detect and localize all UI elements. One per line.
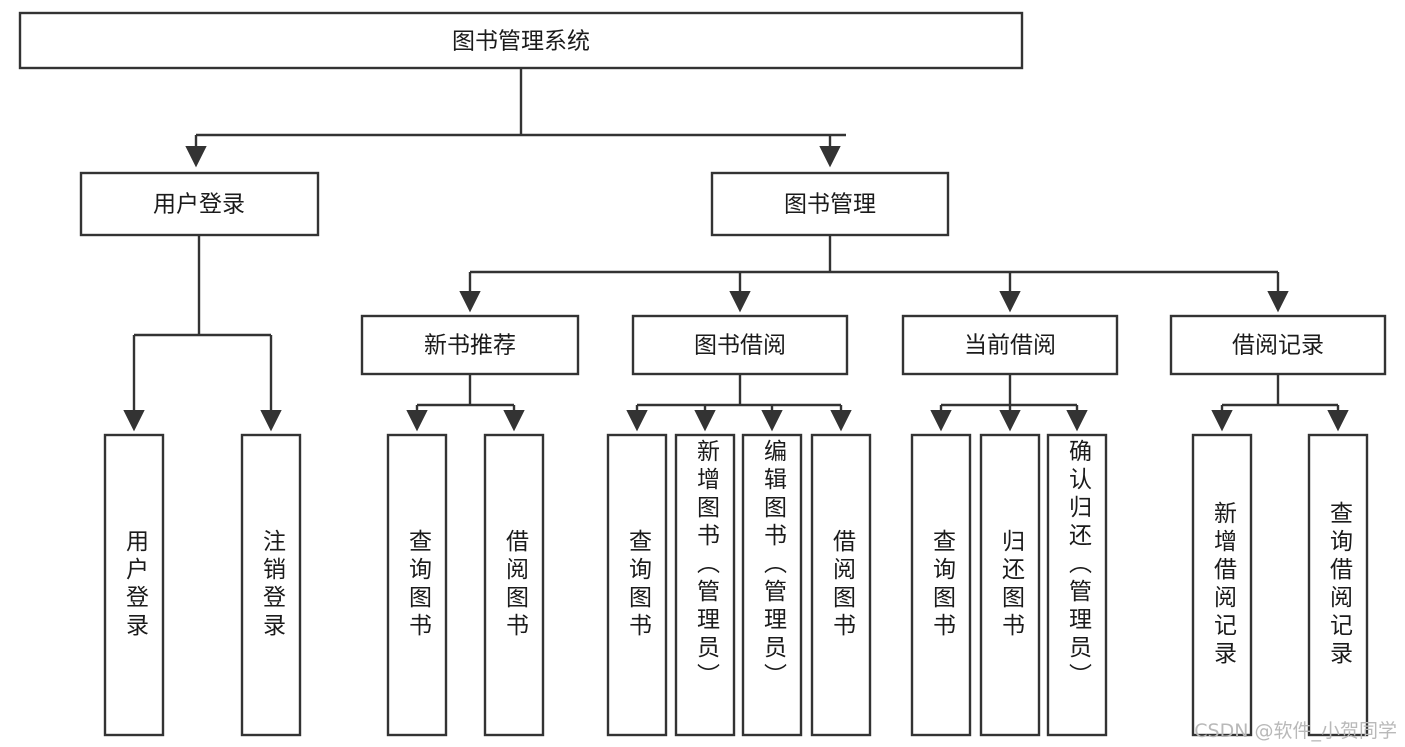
leaf-box-add-book-admin[interactable] xyxy=(674,433,736,737)
leaf-box-return-book[interactable] xyxy=(979,433,1041,737)
node-user-login-label: 用户登录 xyxy=(153,192,245,218)
node-book-borrow-box[interactable] xyxy=(631,314,849,376)
node-current-borrow-box[interactable] xyxy=(901,314,1119,376)
connector-newbook-to-leaves xyxy=(406,374,525,432)
node-new-book-recommend-label: 新书推荐 xyxy=(424,333,516,359)
node-book-management-label: 图书管理 xyxy=(784,192,876,218)
node-borrow-records-box[interactable] xyxy=(1169,314,1387,376)
leaf-box-query-borrow-record[interactable] xyxy=(1307,433,1369,737)
connector-records-to-leaves xyxy=(1211,374,1349,432)
leaf-box-add-borrow-record[interactable] xyxy=(1191,433,1253,737)
connector-borrow-to-leaves xyxy=(626,374,852,432)
node-book-borrow-label: 图书借阅 xyxy=(694,333,786,359)
leaf-box-query-book-2[interactable] xyxy=(606,433,668,737)
connector-bookmgmt-to-level3 xyxy=(459,235,1289,313)
node-user-login-box[interactable] xyxy=(79,171,320,237)
node-new-book-recommend-box[interactable] xyxy=(360,314,580,376)
connector-current-to-leaves xyxy=(930,374,1088,432)
leaf-box-confirm-return-admin[interactable] xyxy=(1046,433,1108,737)
leaf-box-borrow-book-2[interactable] xyxy=(810,433,872,737)
leaf-box-logout[interactable] xyxy=(240,433,302,737)
leaf-box-user-login[interactable] xyxy=(103,433,165,737)
leaf-box-query-book-1[interactable] xyxy=(386,433,448,737)
leaf-box-edit-book-admin[interactable] xyxy=(741,433,803,737)
connector-userlogin-to-leaves xyxy=(123,235,282,432)
leaf-box-query-book-3[interactable] xyxy=(910,433,972,737)
node-root-box[interactable] xyxy=(18,11,1024,70)
connector-root-to-level2 xyxy=(185,68,846,168)
node-current-borrow-label: 当前借阅 xyxy=(964,333,1056,359)
leaf-box-borrow-book-1[interactable] xyxy=(483,433,545,737)
node-book-management-box[interactable] xyxy=(710,171,950,237)
node-borrow-records-label: 借阅记录 xyxy=(1232,333,1324,359)
node-root-label: 图书管理系统 xyxy=(452,29,590,55)
